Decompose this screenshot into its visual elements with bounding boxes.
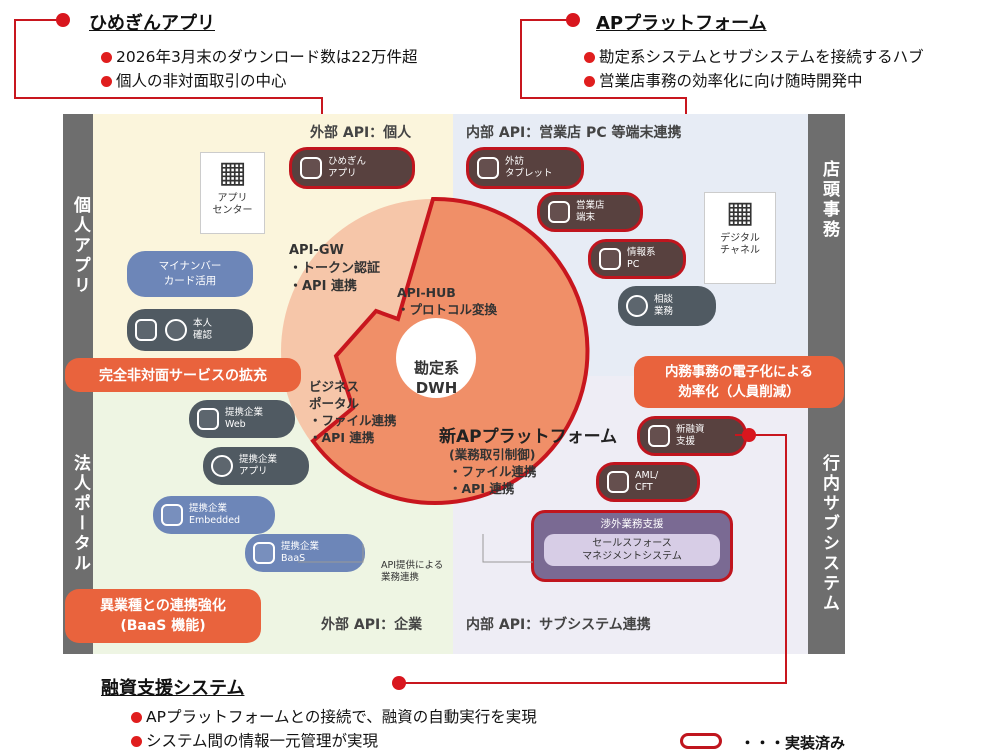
connector-hime-v1	[14, 19, 16, 99]
dwh-label: 勘定系 DWH	[414, 359, 460, 397]
node-label: 新融資 支援	[676, 424, 705, 447]
goal-baas: 異業種との連携強化 (BaaS 機能)	[65, 589, 261, 643]
connector-hime-h2	[14, 97, 322, 99]
panel-title-external-personal: 外部 API：個人	[310, 125, 412, 141]
callout-title-ap: APプラットフォーム	[596, 13, 767, 34]
smartphone-icon	[165, 319, 187, 341]
new-ap-platform-sub: (業務取引制御) ・ファイル連携 ・API 連携	[449, 447, 537, 496]
pc-icon	[135, 319, 157, 341]
node-label: 提携企業 Embedded	[189, 503, 241, 526]
node-shogai-group[interactable]: 渉外業務支援 セールスフォース マネジメントシステム	[531, 510, 733, 582]
node-aml-cft[interactable]: AML/ CFT	[596, 462, 700, 502]
core-circle-graphic	[281, 196, 590, 505]
node-teikei-app[interactable]: 提携企業 アプリ	[203, 447, 309, 485]
pc-icon	[599, 248, 621, 270]
tablet-icon	[477, 157, 499, 179]
diagram-panel: 個人アプリ 法人ポータル 店頭事務 行内サブシステム 外部 API：個人 内部 …	[63, 114, 845, 654]
node-mynumber[interactable]: マイナンバー カード活用	[127, 251, 253, 297]
building-app-center: ▦ アプリ センター	[200, 152, 265, 234]
node-label: 営業店 端末	[576, 200, 605, 223]
callout-title-hime: ひめぎんアプリ	[89, 13, 215, 34]
panel-title-external-corporate: 外部 API：企業	[321, 617, 423, 633]
node-eigyo-tanmatsu[interactable]: 営業店 端末	[537, 192, 643, 232]
connector-loan-h2	[400, 682, 787, 684]
node-teikei-embedded[interactable]: 提携企業 Embedded	[153, 496, 275, 534]
pc-icon	[607, 471, 629, 493]
connector-line	[482, 534, 533, 563]
bullet-text: 2026年3月末のダウンロード数は22万件超	[116, 48, 418, 66]
panel-title-internal-branch: 内部 API：営業店 PC 等端末連携	[466, 125, 682, 141]
bullet-text: 営業店事務の効率化に向け随時開発中	[599, 72, 863, 90]
connector-hime-h	[14, 19, 62, 21]
internal-connectors	[298, 534, 533, 563]
node-joho-pc[interactable]: 情報系 PC	[588, 239, 686, 279]
building-label: アプリ センター	[212, 193, 253, 216]
node-label: 提携企業 アプリ	[239, 454, 278, 477]
goal-efficiency: 内務事務の電子化による 効率化（人員削減）	[634, 356, 844, 408]
business-portal-label: ビジネス ポータル ・ファイル連携 ・API 連携	[309, 379, 397, 445]
tablet-icon	[626, 295, 648, 317]
connector-line	[298, 544, 364, 563]
inner-circle	[396, 318, 476, 398]
callout-bullets-ap: 勘定系システムとサブシステムを接続するハブ 営業店事務の効率化に向け随時開発中	[584, 45, 924, 93]
legend-label: ・・・実装済み	[740, 734, 846, 752]
node-label: ひめぎん アプリ	[328, 156, 367, 179]
node-label: 外訪 タブレット	[505, 156, 553, 179]
bullet-text: APプラットフォームとの接続で、融資の自動実行を実現	[146, 708, 537, 726]
connector-loan-h1	[735, 434, 787, 436]
node-label: マイナンバー カード活用	[158, 260, 222, 287]
pc-icon	[253, 542, 275, 564]
pc-icon	[648, 425, 670, 447]
bullet-text: 勘定系システムとサブシステムを接続するハブ	[599, 48, 924, 66]
pc-icon	[197, 408, 219, 430]
node-label: 提携企業 BaaS	[281, 541, 320, 564]
api-gw-label: API-GW ・トークン認証 ・API 連携	[289, 243, 381, 294]
callout-bullets-hime: 2026年3月末のダウンロード数は22万件超 個人の非対面取引の中心	[101, 45, 418, 93]
node-hime-app[interactable]: ひめぎん アプリ	[289, 147, 415, 189]
smartphone-icon	[300, 157, 322, 179]
side-label-corporate-portal: 法人ポータル	[70, 454, 90, 574]
connector-ap-h	[520, 19, 572, 21]
callout-marker-loan	[392, 676, 406, 690]
side-label-personal-app: 個人アプリ	[70, 196, 90, 296]
building-label: デジタル チャネル	[720, 233, 760, 256]
salesforce-box: セールスフォース マネジメントシステム	[544, 534, 720, 566]
connector-ap-h2	[520, 97, 687, 99]
legend-swatch	[680, 733, 722, 749]
new-ap-platform-title: 新APプラットフォーム	[439, 427, 618, 447]
api-provision-label: API提供による 業務連携	[381, 560, 444, 583]
pc-icon	[161, 504, 183, 526]
panel-title-internal-subsystem: 内部 API：サブシステム連携	[466, 617, 651, 633]
node-label: 本人 確認	[193, 318, 213, 341]
callout-bullets-loan: APプラットフォームとの接続で、融資の自動実行を実現 システム間の情報一元管理が…	[131, 705, 537, 753]
api-hub-label: API-HUB ・プロトコル変換	[397, 285, 498, 317]
callout-marker-ap	[566, 13, 580, 27]
shogai-title: 渉外業務支援	[600, 518, 664, 530]
connector-dot-loan	[742, 428, 756, 442]
node-sodan[interactable]: 相談 業務	[618, 286, 716, 326]
building-icon: ▦	[725, 195, 755, 230]
callout-marker-hime	[56, 13, 70, 27]
bullet-text: 個人の非対面取引の中心	[116, 72, 287, 90]
node-label: 提携企業 Web	[225, 407, 264, 430]
node-label: AML/ CFT	[635, 470, 659, 493]
node-gaibo-tablet[interactable]: 外訪 タブレット	[466, 147, 584, 189]
side-label-internal-subsystem: 行内サブシステム	[819, 454, 839, 614]
node-teikei-web[interactable]: 提携企業 Web	[189, 400, 295, 438]
connector-loan-v	[785, 434, 787, 684]
side-label-counter-operations: 店頭事務	[819, 160, 839, 240]
callout-title-loan: 融資支援システム	[101, 678, 245, 699]
node-label: 情報系 PC	[627, 247, 656, 270]
building-icon: ▦	[218, 155, 247, 190]
smartphone-icon	[211, 455, 233, 477]
node-label: 相談 業務	[654, 294, 674, 317]
building-digital-channel: ▦ デジタル チャネル	[704, 192, 776, 284]
bullet-text: システム間の情報一元管理が実現	[146, 732, 379, 750]
node-honnin[interactable]: 本人 確認	[127, 309, 253, 351]
terminal-icon	[548, 201, 570, 223]
node-shin-yushi[interactable]: 新融資 支援	[637, 416, 747, 456]
goal-nonface-services: 完全非対面サービスの拡充	[65, 358, 301, 392]
node-teikei-baas[interactable]: 提携企業 BaaS	[245, 534, 365, 572]
connector-ap-v1	[520, 19, 522, 99]
